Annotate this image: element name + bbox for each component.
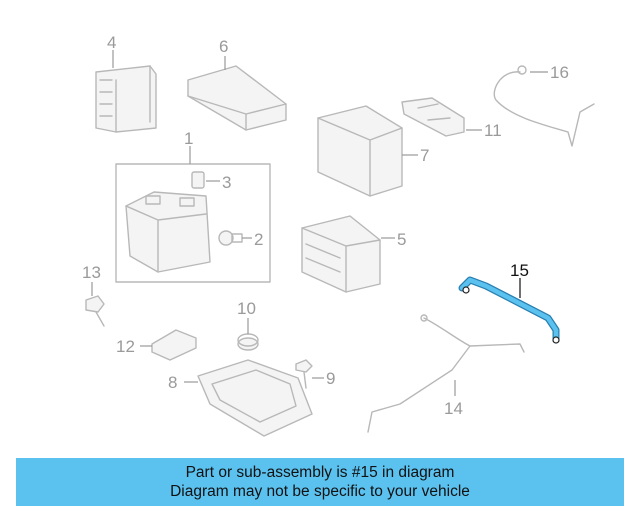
part-6-cover[interactable]	[187, 65, 287, 131]
part-10-nut[interactable]	[237, 333, 259, 351]
callout-2[interactable]: 2	[254, 230, 263, 249]
part-14-cable[interactable]	[367, 314, 525, 433]
callout-7[interactable]: 7	[420, 146, 429, 165]
info-banner: Part or sub-assembly is #15 in diagram D…	[16, 458, 624, 506]
callout-5[interactable]: 5	[397, 230, 406, 249]
callout-3[interactable]: 3	[222, 173, 231, 192]
part-4-shield[interactable]	[95, 65, 157, 133]
part-12-clamp[interactable]	[151, 329, 197, 361]
part-9-bolt[interactable]	[295, 359, 313, 389]
part-7-battery[interactable]	[317, 105, 403, 197]
part-16-cable[interactable]	[493, 65, 595, 147]
part-13-bolt[interactable]	[85, 295, 105, 327]
callout-11[interactable]: 11	[484, 121, 502, 140]
callout-9[interactable]: 9	[326, 369, 335, 388]
callout-14[interactable]: 14	[444, 399, 463, 418]
callout-13[interactable]: 13	[82, 263, 101, 282]
callout-8[interactable]: 8	[168, 373, 177, 392]
callout-16[interactable]: 16	[550, 63, 569, 82]
part-11-bracket[interactable]	[401, 97, 465, 137]
callout-1[interactable]: 1	[184, 129, 193, 148]
part-5-battery-box[interactable]	[301, 215, 381, 293]
part-15-ground-strap[interactable]	[458, 276, 560, 344]
part-2-plug[interactable]	[218, 230, 243, 246]
part-8-tray[interactable]	[197, 359, 313, 437]
callout-6[interactable]: 6	[219, 37, 228, 56]
callout-12[interactable]: 12	[116, 337, 135, 356]
callout-4[interactable]: 4	[107, 33, 116, 52]
part-3-terminal[interactable]	[191, 171, 205, 189]
parts-diagram: 4 6 16 11 7 1 3	[82, 33, 595, 437]
banner-line-2: Diagram may not be specific to your vehi…	[170, 483, 470, 500]
callout-10[interactable]: 10	[237, 299, 256, 318]
part-1-battery-assembly[interactable]	[115, 163, 271, 283]
banner-line-1: Part or sub-assembly is #15 in diagram	[185, 464, 455, 481]
callout-15[interactable]: 15	[510, 261, 529, 280]
